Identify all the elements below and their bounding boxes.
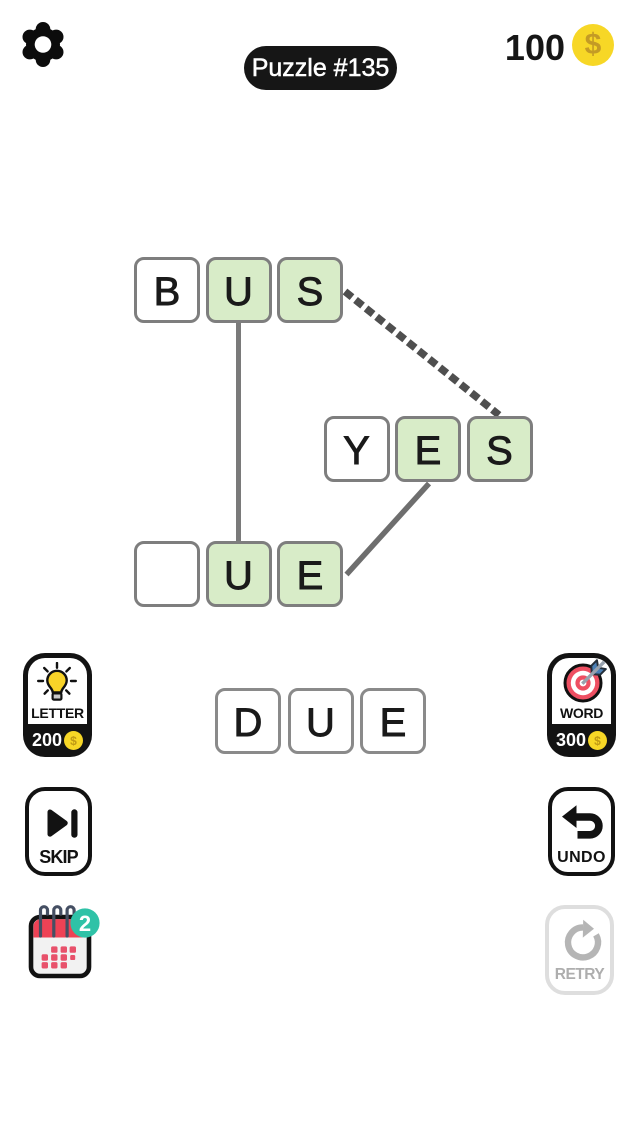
svg-text:2: 2: [79, 911, 91, 936]
